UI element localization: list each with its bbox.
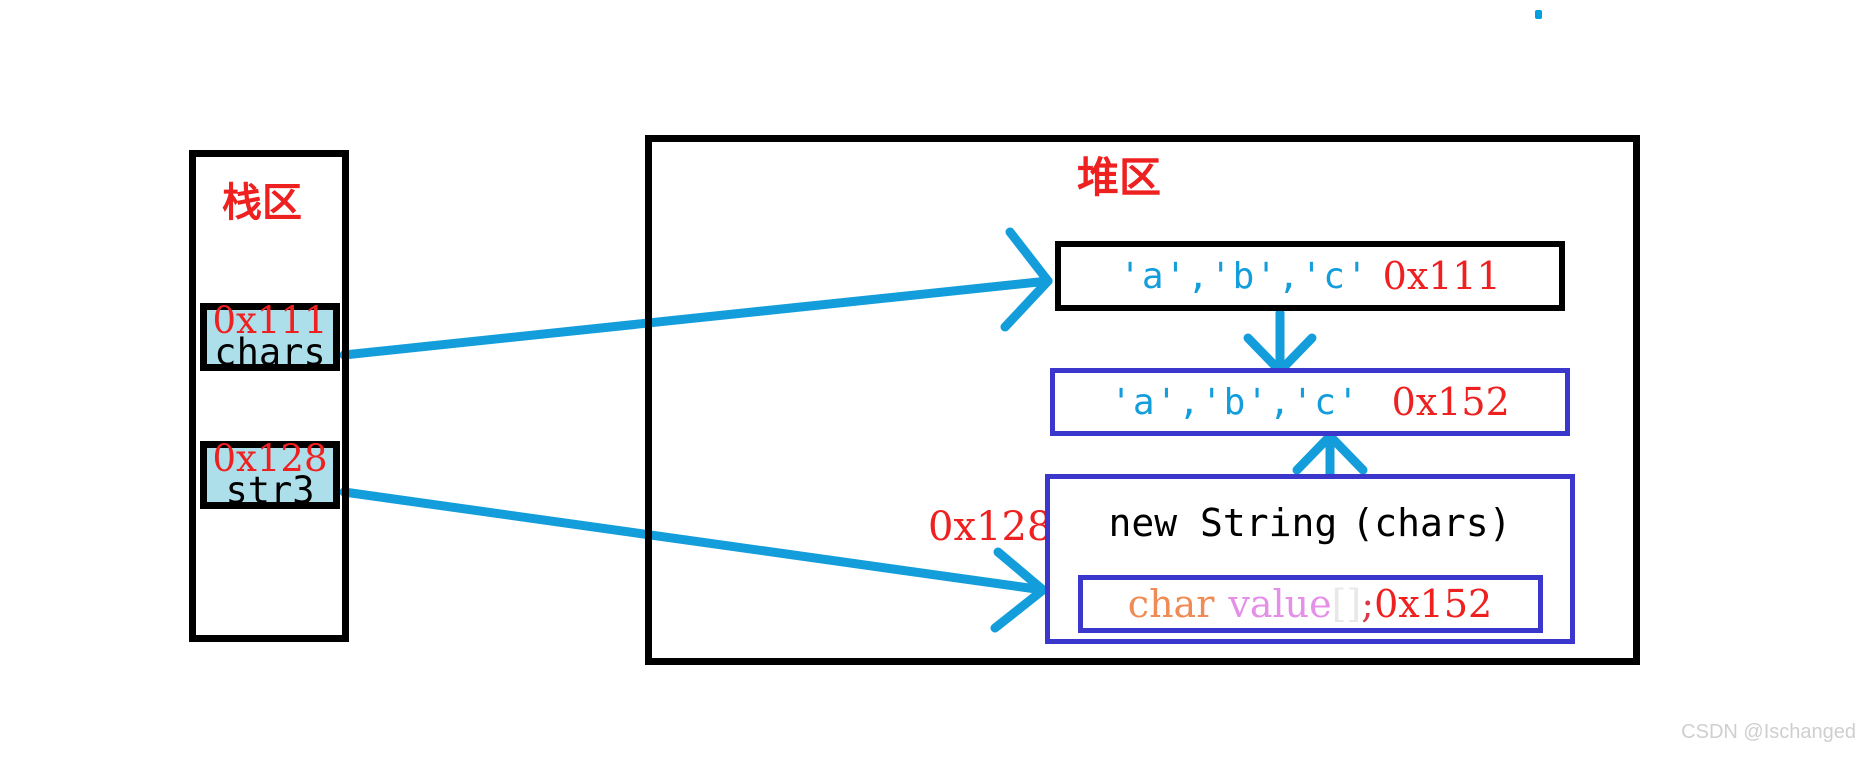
field-semicolon: ; xyxy=(1361,582,1375,626)
copied-array-chars: 'a','b','c' xyxy=(1110,381,1360,423)
stack-region-title: 栈区 xyxy=(222,179,302,226)
field-type-keyword: char xyxy=(1127,582,1215,626)
stack-cell-chars-name: chars xyxy=(214,331,326,374)
stack-cell-str3[interactable]: 0x128 str3 xyxy=(200,441,340,509)
heap-object-original-char-array[interactable]: 'a','b','c' 0x111 xyxy=(1055,241,1565,311)
stack-cell-chars[interactable]: 0x111 chars xyxy=(200,303,340,371)
original-array-address: 0x111 xyxy=(1382,254,1501,298)
arrow-str3-to-new-string xyxy=(339,487,1048,633)
arrow-chars-to-array xyxy=(339,227,1053,360)
heap-region-title: 堆区 xyxy=(1077,153,1162,202)
watermark-label: CSDN @Ischanged xyxy=(1681,721,1856,743)
new-string-expression-left: new String xyxy=(1108,501,1338,545)
heap-object-copied-char-array[interactable]: 'a','b','c' 0x152 xyxy=(1050,368,1570,436)
copied-array-address: 0x152 xyxy=(1391,380,1510,424)
heap-object-new-string[interactable]: new String (chars) char value[];0x152 xyxy=(1045,474,1575,644)
heap-region-box xyxy=(645,135,1640,665)
stack-cell-chars-address: 0x111 xyxy=(212,299,328,343)
original-array-chars: 'a','b','c' xyxy=(1119,255,1369,297)
new-string-address-label: 0x128 xyxy=(928,504,1053,550)
field-address: 0x152 xyxy=(1374,582,1493,626)
stack-cell-str3-address: 0x128 xyxy=(212,437,328,481)
stack-region-box xyxy=(189,150,349,642)
field-brackets: [] xyxy=(1331,582,1362,626)
field-name: value xyxy=(1228,582,1332,626)
stack-cell-str3-name: str3 xyxy=(225,469,315,512)
stray-dot-artifact xyxy=(1535,10,1542,19)
new-string-expression-right: (chars) xyxy=(1351,501,1512,545)
arrow-array-to-copy xyxy=(1243,308,1317,376)
new-string-expression: new String (chars) xyxy=(1109,501,1512,545)
heap-field-char-value[interactable]: char value[];0x152 xyxy=(1077,575,1543,633)
